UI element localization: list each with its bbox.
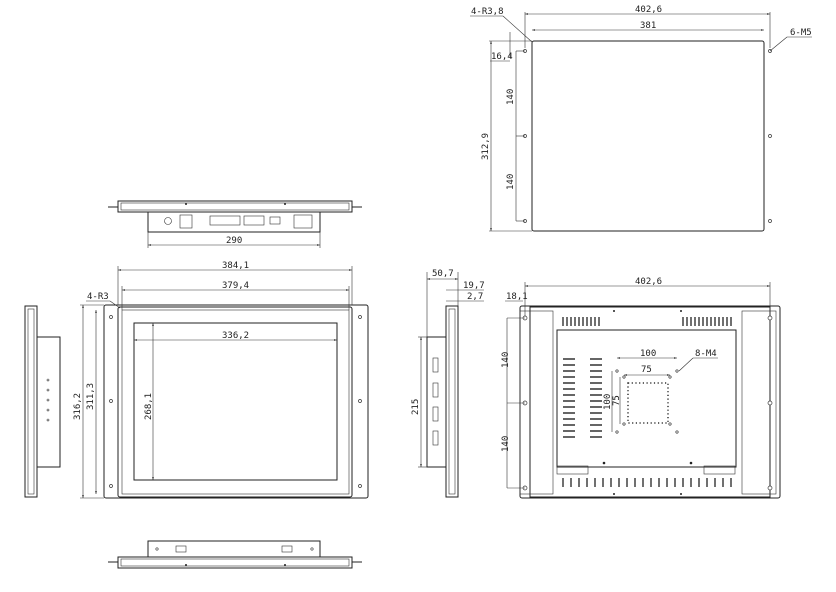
dim-offset: 16,4 [491,52,513,62]
dim-pitch-top: 140 [506,89,516,105]
dim-rear-pitch-bottom: 140 [501,436,511,452]
label-radius: 4-R3 [87,292,109,302]
dim-rear-pitch-top: 140 [501,352,511,368]
dim-vesa-inner: 75 [641,365,652,375]
mount-holes [523,49,772,223]
bottom-io-box [147,540,321,558]
screen-area [133,322,338,481]
dim-height: 312,9 [481,133,491,160]
dim-depth: 50,7 [432,269,454,279]
dim-rear-width: 402,6 [635,277,662,287]
label-radius: 4-R3,8 [471,7,504,17]
top-view: 290 [108,200,362,248]
dim-vesa-outer-vertical: 100 [603,394,613,410]
dim-outer-height: 316,2 [73,393,83,420]
dim-top-width: 290 [226,236,242,246]
dim-outer-width: 384,1 [222,261,249,271]
dim-screen-height: 268,1 [144,393,154,420]
io-box [147,211,321,233]
mount-view: 402,6 381 312,9 140 140 16,4 4-R3,8 6-M5 [470,5,812,232]
dim-plate-width: 381 [640,21,656,31]
dim-rear-offset: 18,1 [506,292,528,302]
dim-width: 402,6 [635,5,662,15]
left-side-view [24,305,61,498]
label-vesa-holes: 8-M4 [695,349,717,359]
front-view: 384,1 379,4 4-R3 336,2 268,1 316,2 311,3 [73,261,369,499]
dim-vesa-outer: 100 [640,349,656,359]
rear-view: 100 75 100 75 8-M4 402,6 18,1 140 140 [501,277,781,499]
dim-vesa-inner-vertical: 75 [612,395,622,406]
dim-pitch-bottom: 140 [506,174,516,190]
dim-screen-width: 336,2 [222,331,249,341]
dim-side-height: 215 [411,399,421,415]
dim-bezel-height: 311,3 [86,383,96,410]
dim-bezel: 2,7 [467,292,483,302]
vent-grid [627,382,669,424]
dim-bezel-width: 379,4 [222,281,249,291]
mount-plate [531,40,765,232]
label-holes: 6-M5 [790,28,812,38]
vesa-holes [615,369,679,434]
bottom-view [108,540,362,569]
dim-frame-depth: 19,7 [463,281,485,291]
vent-slots [562,317,732,487]
right-side-view: 50,7 19,7 2,7 215 [411,269,485,498]
front-holes [109,315,362,488]
